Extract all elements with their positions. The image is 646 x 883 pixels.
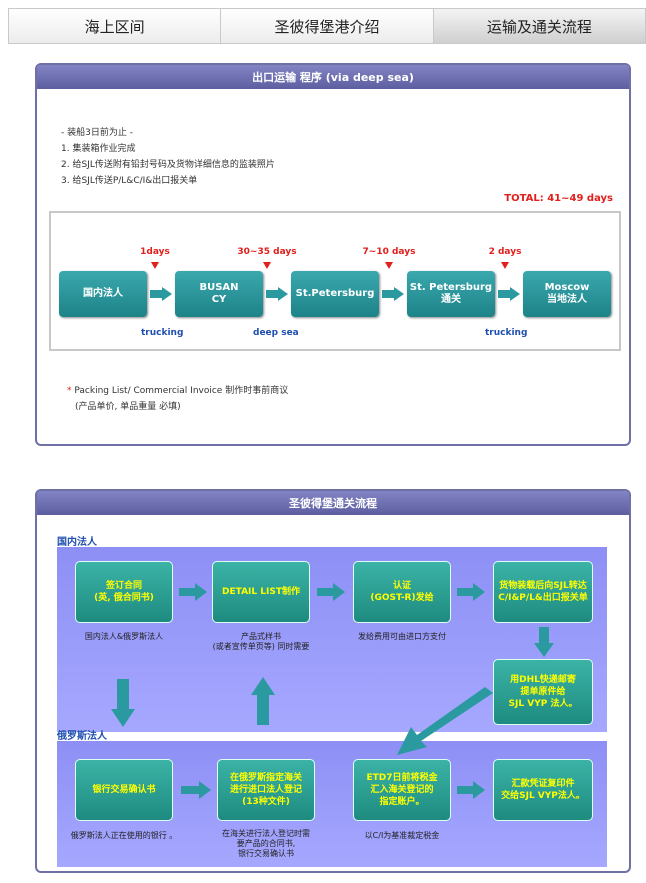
zone-russia-label: 俄罗斯法人 bbox=[57, 731, 107, 742]
step-moscow-corp: Moscow 当地法人 bbox=[523, 271, 611, 317]
box-contract: 签订合同 (英, 俄合同书) bbox=[75, 561, 173, 623]
duration-label: 30~35 days bbox=[237, 247, 297, 257]
box-remit: 汇款凭证复印件 交给SJL VYP法人。 bbox=[493, 759, 593, 821]
footnote-line: (产品单价, 单品重量 必填) bbox=[75, 402, 181, 412]
zone-domestic-label: 国内法人 bbox=[57, 537, 97, 548]
box-register: 在俄罗斯指定海关 进行进口法人登记 (13种文件) bbox=[217, 759, 315, 821]
caption-etd: 以C/I为基准裁定税金 bbox=[364, 831, 440, 840]
box-detail-list: DETAIL LIST制作 bbox=[212, 561, 310, 623]
export-footnote: * Packing List/ Commercial Invoice 制作时事前… bbox=[67, 383, 288, 415]
box-etd-tax: ETD7日前将税金 汇入海关登记的 指定账户。 bbox=[353, 759, 451, 821]
tab-transport-customs[interactable]: 运输及通关流程 bbox=[433, 9, 645, 43]
box-label: 在俄罗斯指定海关 进行进口法人登记 (13种文件) bbox=[229, 773, 302, 807]
box-label: 货物装载后向SJL转达 C/I&P/L&出口报关单 bbox=[498, 581, 588, 603]
caption-contract: 国内法人&俄罗斯法人 bbox=[84, 632, 164, 641]
note-line: 2. 给SJL传送附有铅封号码及货物详细信息的监装照片 bbox=[61, 160, 275, 170]
tab-bar: 海上区间 圣彼得堡港介绍 运输及通关流程 bbox=[8, 8, 646, 44]
total-days: TOTAL: 41~49 days bbox=[504, 193, 613, 204]
footnote-line: Packing List/ Commercial Invoice 制作时事前商议 bbox=[74, 386, 289, 396]
right-arrow-icon bbox=[382, 287, 404, 301]
note-line: 1. 集装箱作业完成 bbox=[61, 144, 136, 154]
down-arrow-icon bbox=[111, 679, 135, 727]
right-arrow-icon bbox=[181, 781, 211, 799]
step-st-petersburg-customs: St. Petersburg 通关 bbox=[407, 271, 495, 317]
box-label: ETD7日前将税金 汇入海关登记的 指定账户。 bbox=[366, 773, 438, 807]
step-label: BUSAN CY bbox=[199, 282, 239, 305]
duration-label: 7~10 days bbox=[362, 247, 416, 257]
right-arrow-icon bbox=[498, 287, 520, 301]
step-label: St. Petersburg 通关 bbox=[409, 282, 493, 305]
box-dhl: 用DHL快递邮寄 提单原件给 SJL VYP 法人。 bbox=[493, 659, 593, 725]
caption-gost: 发给费用可由进口方支付 bbox=[358, 632, 446, 641]
mode-label: deep sea bbox=[253, 328, 299, 338]
step-st-petersburg: St.Petersburg bbox=[291, 271, 379, 317]
down-triangle-icon bbox=[151, 262, 159, 269]
export-flow: 1days 30~35 days 7~10 days 2 days 国内法人 B… bbox=[49, 211, 621, 351]
caption-bank: 俄罗斯法人正在使用的银行 。 bbox=[70, 831, 178, 840]
down-arrow-icon bbox=[534, 627, 554, 657]
tab-sea-section[interactable]: 海上区间 bbox=[9, 9, 222, 43]
duration-label: 2 days bbox=[488, 247, 522, 257]
right-arrow-icon bbox=[150, 287, 172, 301]
right-arrow-icon bbox=[179, 583, 207, 601]
box-label: 签订合同 (英, 俄合同书) bbox=[94, 581, 154, 603]
export-panel-title: 出口运输 程序 (via deep sea) bbox=[37, 65, 629, 89]
right-arrow-icon bbox=[317, 583, 345, 601]
down-triangle-icon bbox=[501, 262, 509, 269]
note-line: 3. 给SJL传送P/L&C/I&出口报关单 bbox=[61, 176, 198, 186]
customs-process-panel: 圣彼得堡通关流程 国内法人 俄罗斯法人 签订合同 (英, 俄合同书) 国内法人&… bbox=[35, 489, 631, 873]
customs-panel-title: 圣彼得堡通关流程 bbox=[37, 491, 629, 515]
up-arrow-icon bbox=[251, 677, 275, 725]
footnote-mark: * bbox=[67, 386, 72, 396]
duration-label: 1days bbox=[140, 247, 170, 257]
down-triangle-icon bbox=[263, 262, 271, 269]
tab-st-petersburg-port[interactable]: 圣彼得堡港介绍 bbox=[221, 9, 434, 43]
box-label: 银行交易确认书 bbox=[92, 785, 156, 795]
step-busan-cy: BUSAN CY bbox=[175, 271, 263, 317]
caption-register: 在海关进行法人登记时需 要产品的合同书, 银行交易确认书 bbox=[222, 829, 310, 858]
step-label: 国内法人 bbox=[83, 288, 123, 299]
box-label: 认证 (GOST-R)发给 bbox=[370, 581, 434, 603]
step-label: St.Petersburg bbox=[295, 288, 375, 299]
note-line: - 装船3日前为止 - bbox=[61, 128, 133, 138]
export-process-panel: 出口运输 程序 (via deep sea) - 装船3日前为止 - 1. 集装… bbox=[35, 63, 631, 446]
caption-detail: 产品式样书 (或者宣传单页等) 同时需要 bbox=[212, 632, 310, 651]
right-arrow-icon bbox=[266, 287, 288, 301]
right-arrow-icon bbox=[457, 583, 485, 601]
box-label: 用DHL快递邮寄 提单原件给 SJL VYP 法人。 bbox=[508, 675, 578, 709]
box-gost: 认证 (GOST-R)发给 bbox=[353, 561, 451, 623]
right-arrow-icon bbox=[457, 781, 485, 799]
mode-label: trucking bbox=[485, 328, 528, 338]
mode-label: trucking bbox=[141, 328, 184, 338]
box-label: 汇款凭证复印件 交给SJL VYP法人。 bbox=[501, 779, 585, 801]
diagonal-arrow-icon bbox=[397, 687, 493, 755]
step-label: Moscow 当地法人 bbox=[544, 282, 590, 305]
box-bank-confirm: 银行交易确认书 bbox=[75, 759, 173, 821]
down-triangle-icon bbox=[385, 262, 393, 269]
box-ship: 货物装载后向SJL转达 C/I&P/L&出口报关单 bbox=[493, 561, 593, 623]
step-domestic-corp: 国内法人 bbox=[59, 271, 147, 317]
export-notes: - 装船3日前为止 - 1. 集装箱作业完成 2. 给SJL传送附有铅封号码及货… bbox=[61, 125, 275, 189]
box-label: DETAIL LIST制作 bbox=[222, 587, 300, 597]
